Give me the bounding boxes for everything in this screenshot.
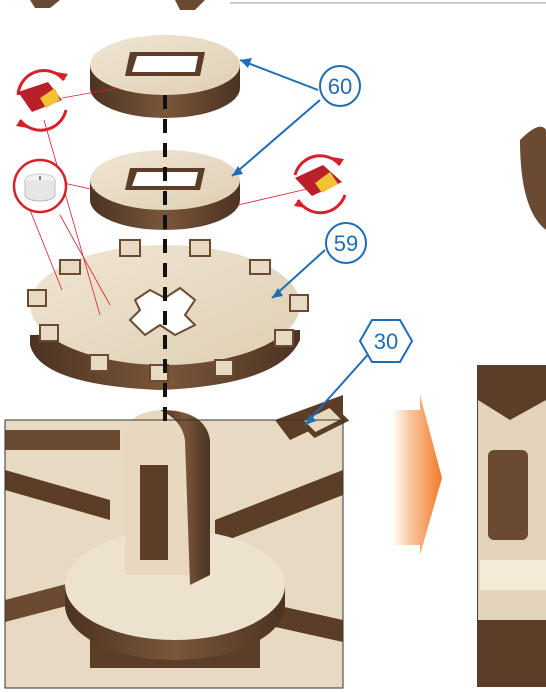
callout-60-label: 60 [328,74,352,99]
next-step-panel [477,127,546,687]
base-assembly [5,395,345,688]
top-partial-piece-2 [175,0,205,10]
glue-icon-right [294,156,345,213]
top-partial-piece [30,0,60,8]
tealight-candle-icon [14,160,66,212]
callout-59-label: 59 [334,231,358,256]
step-arrow-icon [392,395,442,555]
glue-icon-left [16,71,68,131]
callout-59: 59 [326,223,366,263]
callout-30-label: 30 [374,329,398,354]
callout-30: 30 [360,320,412,362]
callout-60: 60 [320,66,360,106]
gear-part-59 [28,240,308,390]
